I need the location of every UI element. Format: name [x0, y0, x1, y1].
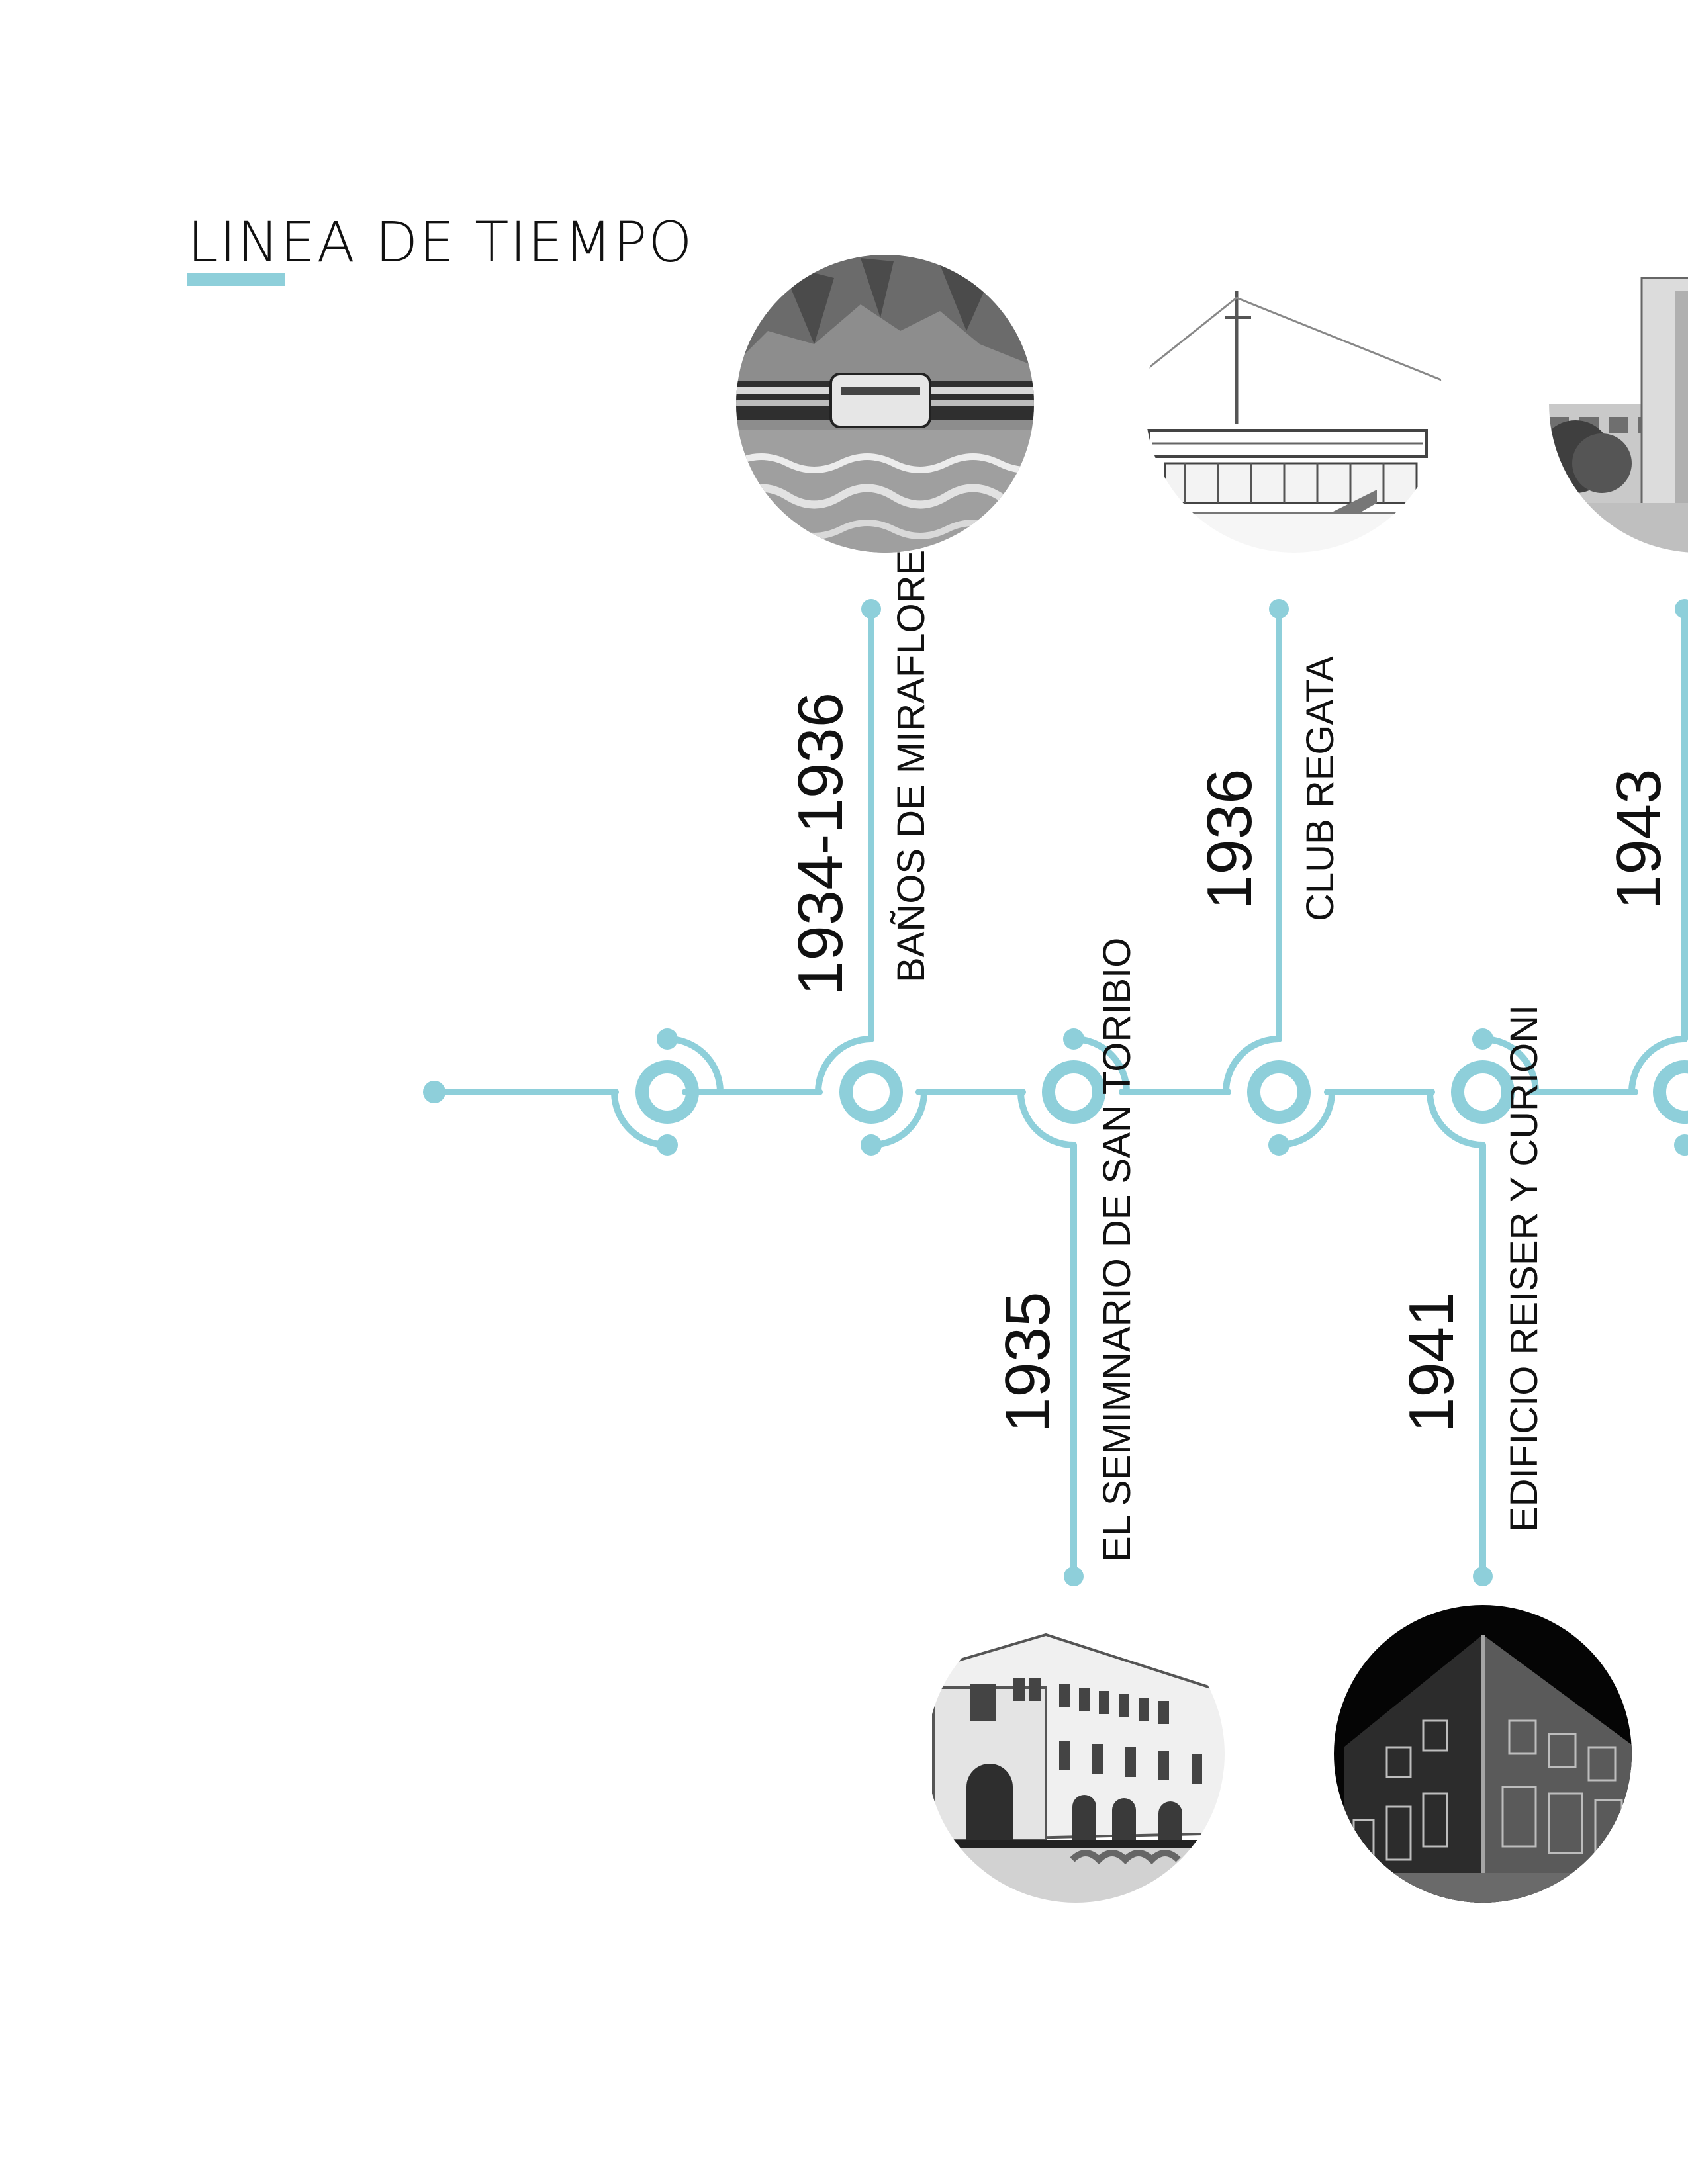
label-edificio-reiser-curioni: EDIFICIO REISER Y CURIONI — [1503, 1005, 1546, 1532]
tower-building-photo — [1549, 255, 1688, 553]
label-club-regata: CLUB REGATA — [1299, 656, 1342, 921]
bath-pier-photo — [736, 255, 1034, 553]
timeline-start-dot — [423, 1081, 445, 1103]
page-title: LINEA DE TIEMPO — [187, 210, 694, 275]
label-banos-de-miraflores: BAÑOS DE MIRAFLORES — [890, 524, 933, 983]
timeline-node-1943 — [1628, 599, 1688, 1156]
timeline-node-1934-1936 — [815, 599, 927, 1156]
seminary-photo — [927, 1605, 1225, 1903]
timeline-node-1941 — [1427, 1028, 1539, 1586]
title-underline — [187, 273, 285, 286]
night-building-photo — [1334, 1605, 1632, 1903]
year-1934-1936: 1934-1936 — [785, 692, 856, 996]
timeline-node-1935 — [1017, 1028, 1130, 1586]
year-1941: 1941 — [1396, 1291, 1467, 1433]
year-1935: 1935 — [992, 1291, 1063, 1433]
year-1943: 1943 — [1603, 768, 1674, 910]
timeline-node-start — [611, 1028, 724, 1156]
year-1936: 1936 — [1194, 768, 1265, 910]
timeline-node-1936 — [1223, 599, 1335, 1156]
club-sketch-photo — [1145, 255, 1443, 553]
label-seminario-san-toribio: EL SEMIMNARIO DE SAN TORIBIO — [1096, 938, 1139, 1562]
